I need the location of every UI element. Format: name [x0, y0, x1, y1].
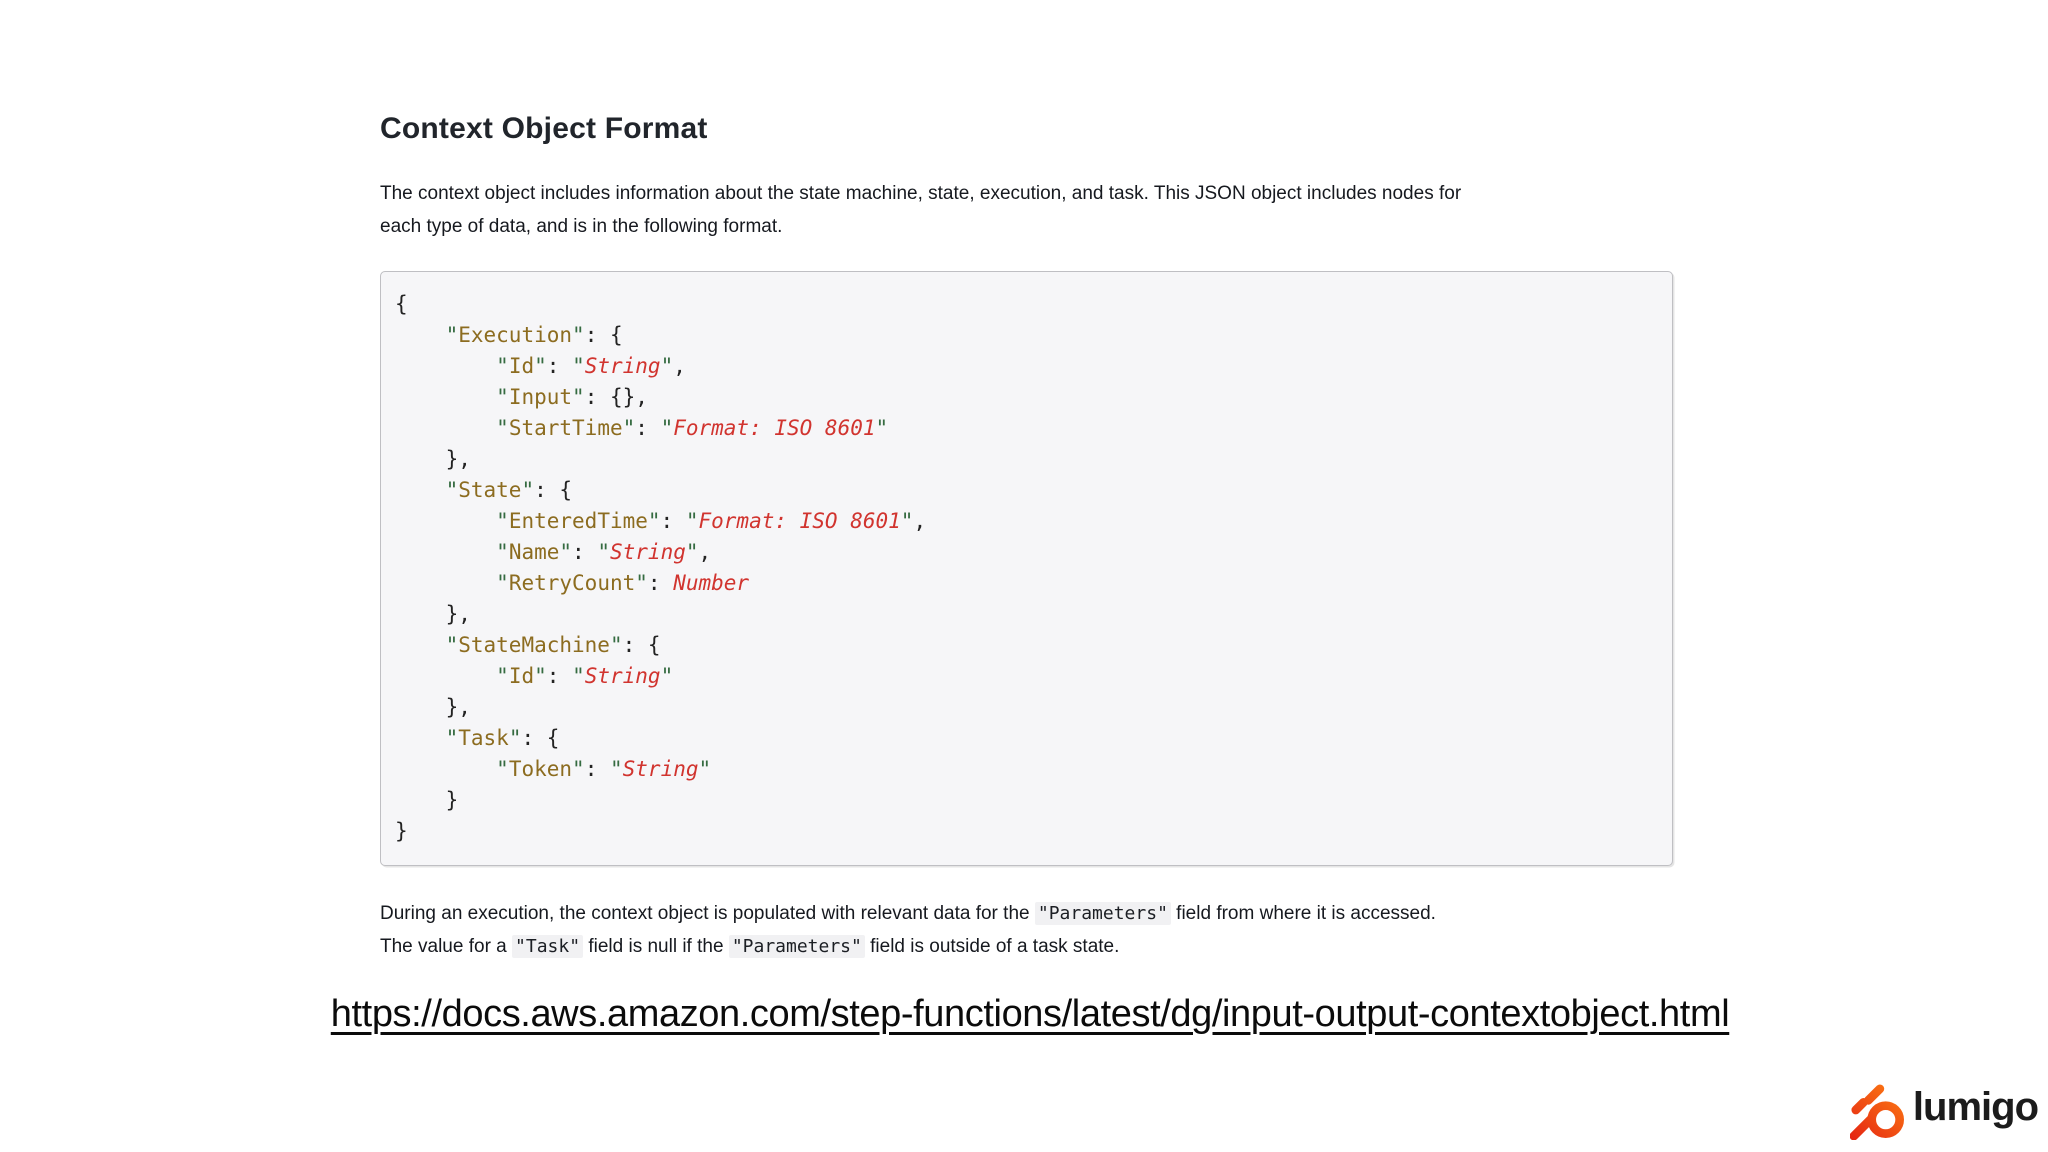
page-title: Context Object Format [380, 112, 708, 145]
code-line: }, [395, 447, 471, 471]
intro-line: each type of data, and is in the followi… [380, 216, 783, 237]
outro-paragraph: During an execution, the context object … [380, 897, 1680, 963]
code-line: } [395, 819, 408, 843]
outro-text: field is null if the [583, 936, 729, 957]
main-content: Context Object Format The context object… [331, 0, 1730, 1036]
json-code-block: { "Execution": { "Id": "String", "Input"… [380, 271, 1673, 866]
link-row: https://docs.aws.amazon.com/step-functio… [331, 993, 1730, 1036]
outro-text: The value for a [380, 936, 513, 957]
code-line: "State": { [445, 478, 573, 502]
code-line: "Name": "String", [496, 540, 712, 564]
lumigo-logo: lumigo [1849, 1080, 2039, 1140]
code-line: } [395, 788, 459, 812]
outro-line: The value for a "Task" field is null if … [380, 930, 1680, 963]
code-line: "RetryCount": Number [496, 571, 750, 595]
doc-link[interactable]: https://docs.aws.amazon.com/step-functio… [330, 993, 1730, 1035]
lumigo-wordmark: lumigo [1912, 1085, 2039, 1129]
code-line: "Task": { [445, 726, 560, 750]
code-line: { [395, 292, 408, 316]
outro-text: During an execution, the context object … [380, 903, 1035, 924]
code-line: "Execution": { [445, 323, 623, 347]
code-line: }, [395, 602, 471, 626]
code-content: { "Execution": { "Id": "String", "Input"… [395, 289, 1656, 847]
lumigo-comet-icon [1849, 1084, 1904, 1140]
intro-line: The context object includes information … [380, 183, 1462, 204]
outro-line: During an execution, the context object … [380, 897, 1680, 930]
code-line: "StateMachine": { [445, 633, 661, 657]
code-line: "StartTime": "Format: ISO 8601" [496, 416, 889, 440]
outro-text: field from where it is accessed. [1170, 903, 1436, 924]
code-line: "EnteredTime": "Format: ISO 8601", [496, 509, 927, 533]
intro-paragraph: The context object includes information … [380, 177, 1680, 243]
inline-code: "Task" [512, 935, 584, 958]
code-line: "Token": "String" [496, 757, 712, 781]
outro-text: field is outside of a task state. [864, 936, 1120, 957]
inline-code: "Parameters" [1034, 902, 1171, 925]
inline-code: "Parameters" [728, 935, 865, 958]
code-line: "Input": {}, [496, 385, 648, 409]
code-line: }, [395, 695, 471, 719]
code-line: "Id": "String" [496, 664, 674, 688]
code-line: "Id": "String", [496, 354, 686, 378]
